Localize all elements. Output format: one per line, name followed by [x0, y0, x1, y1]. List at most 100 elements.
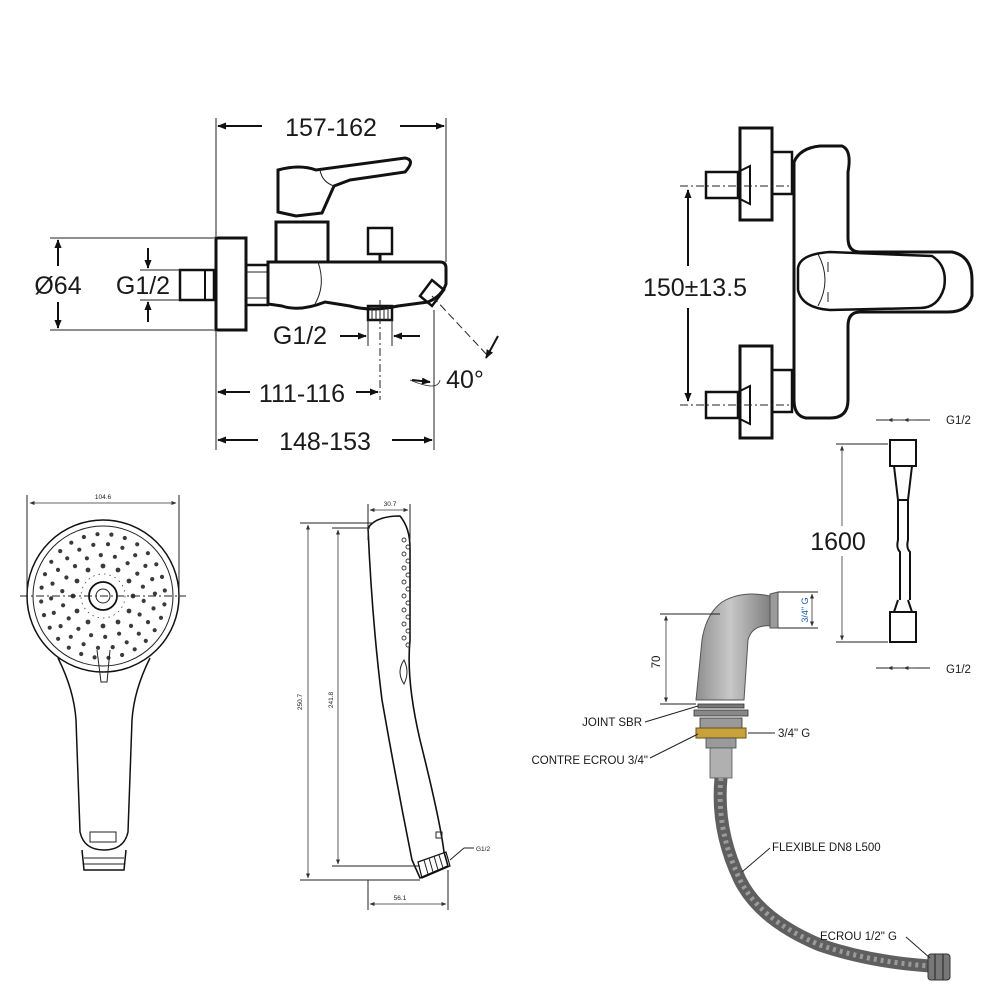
nozzle-dot — [95, 532, 100, 537]
hose-top-nut — [889, 439, 917, 467]
nozzle-dot — [81, 642, 86, 647]
nozzle-dot — [143, 638, 148, 644]
nozzle-dot — [124, 640, 129, 645]
nozzle-dot — [76, 626, 81, 631]
nozzle-dot — [132, 647, 137, 652]
dim-outlet-thread: G1/2 — [273, 322, 327, 350]
contre-ecrou — [695, 727, 747, 739]
side-nozzle-dot — [405, 572, 411, 578]
top-body — [792, 144, 974, 420]
nozzle-dot — [137, 612, 142, 617]
nozzle-dot — [91, 542, 96, 548]
spout-tip — [418, 278, 446, 308]
spout-top-thread-label: 3/4" G — [800, 597, 810, 622]
side-nozzle-dot — [405, 586, 411, 592]
nozzle-dot — [41, 613, 47, 618]
inlet-connector — [178, 268, 216, 302]
nozzle-dot — [98, 553, 103, 558]
nozzle-dot — [105, 542, 111, 547]
upper-inlet — [704, 170, 740, 200]
side-nozzle-dot — [405, 642, 411, 648]
nozzle-dot — [106, 655, 111, 660]
nozzle-dot — [112, 554, 117, 559]
side-nozzle-dot — [401, 579, 407, 585]
nozzle-dot — [81, 534, 86, 540]
nozzle-dot — [158, 615, 164, 620]
nozzle-dot — [39, 585, 44, 590]
nozzle-dot — [103, 634, 108, 640]
joint-sbr — [697, 703, 745, 709]
upper-flange — [738, 126, 774, 222]
cartridge-housing — [274, 220, 330, 262]
nozzle-dot — [120, 545, 125, 550]
side-nozzles — [401, 537, 411, 648]
body-collar — [244, 263, 270, 307]
nozzle-dot — [50, 581, 55, 586]
nozzle-dot — [162, 602, 167, 607]
hose-bottom-nut — [889, 611, 917, 643]
nozzle-dot — [56, 636, 61, 641]
nozzle-dot — [133, 553, 138, 558]
shower-hose: G1/2 1600 G1/2 — [810, 415, 971, 676]
nozzle-dot — [49, 559, 54, 564]
nozzle-pattern — [39, 532, 167, 660]
shower-side-outline — [367, 515, 449, 880]
lever-handle — [276, 156, 412, 218]
side-nozzle-dot — [405, 600, 411, 606]
end-nut — [927, 953, 951, 981]
nozzle-dot — [154, 562, 159, 567]
nozzle-dot — [95, 645, 101, 650]
dim-diameter: Ø64 — [34, 272, 81, 300]
side-nozzle-dot — [401, 565, 407, 571]
nozzle-dot — [92, 655, 97, 660]
nozzle-dot — [126, 578, 132, 584]
hose-connector — [709, 747, 733, 779]
side-nozzle-dot — [401, 607, 407, 613]
shower-handle — [57, 657, 151, 851]
nozzle-dot — [85, 619, 91, 625]
side-thread-label: G1/2 — [476, 846, 490, 853]
nozzle-dot — [152, 628, 157, 633]
nozzle-dot — [72, 564, 78, 569]
nozzle-dot — [152, 591, 157, 596]
nozzle-dot — [117, 631, 122, 636]
head-diameter: 104.6 — [95, 494, 112, 501]
nozzle-dot — [68, 634, 73, 639]
nozzle-dot — [58, 624, 63, 629]
nozzle-dot — [109, 532, 114, 537]
nozzle-dot — [84, 556, 89, 561]
nozzle-dot — [136, 631, 141, 636]
nozzle-dot — [61, 603, 66, 608]
nut-label: ECROU 1/2" G — [820, 931, 897, 943]
dim-width-top: 157-162 — [285, 114, 377, 142]
dim-width-bottom: 148-153 — [279, 428, 371, 456]
side-total-length: 250.7 — [297, 693, 304, 710]
side-nozzle-dot — [401, 621, 407, 627]
faucet-top-view: 150±13.5 — [643, 126, 974, 440]
nozzle-dot — [100, 623, 106, 629]
dim-angle: 40° — [446, 366, 484, 394]
nozzle-dot — [69, 540, 74, 545]
hose-bottom-thread: G1/2 — [946, 664, 971, 676]
nozzle-dot — [159, 574, 165, 580]
nozzle-dot — [126, 608, 132, 614]
nozzle-dot — [128, 623, 134, 629]
hose-length: 1600 — [810, 528, 866, 556]
nozzle-dot — [77, 547, 82, 552]
side-bottom-width: 56.1 — [394, 895, 407, 902]
nozzle-dot — [85, 567, 91, 573]
dim-center-distance: 150±13.5 — [643, 274, 747, 302]
spout-flexible-assembly: 70 3/4" G JOINT SBR 3/4" G CONTRE ECROU … — [531, 591, 951, 981]
nozzle-dot — [58, 549, 63, 554]
mixer-body — [266, 260, 448, 311]
nozzle-dot — [100, 563, 106, 569]
side-nozzle-dot — [401, 537, 407, 543]
nozzle-dot — [115, 619, 121, 625]
spout-height: 70 — [651, 656, 663, 669]
side-nozzle-dot — [401, 593, 407, 599]
nozzle-dot — [150, 577, 155, 582]
side-top-depth: 30.7 — [384, 501, 397, 508]
nozzle-dot — [135, 542, 140, 547]
nozzle-dot — [89, 633, 94, 638]
faucet-side-view: 157-162 Ø64 G1/2 G1/2 111-116 148-153 — [34, 114, 499, 456]
